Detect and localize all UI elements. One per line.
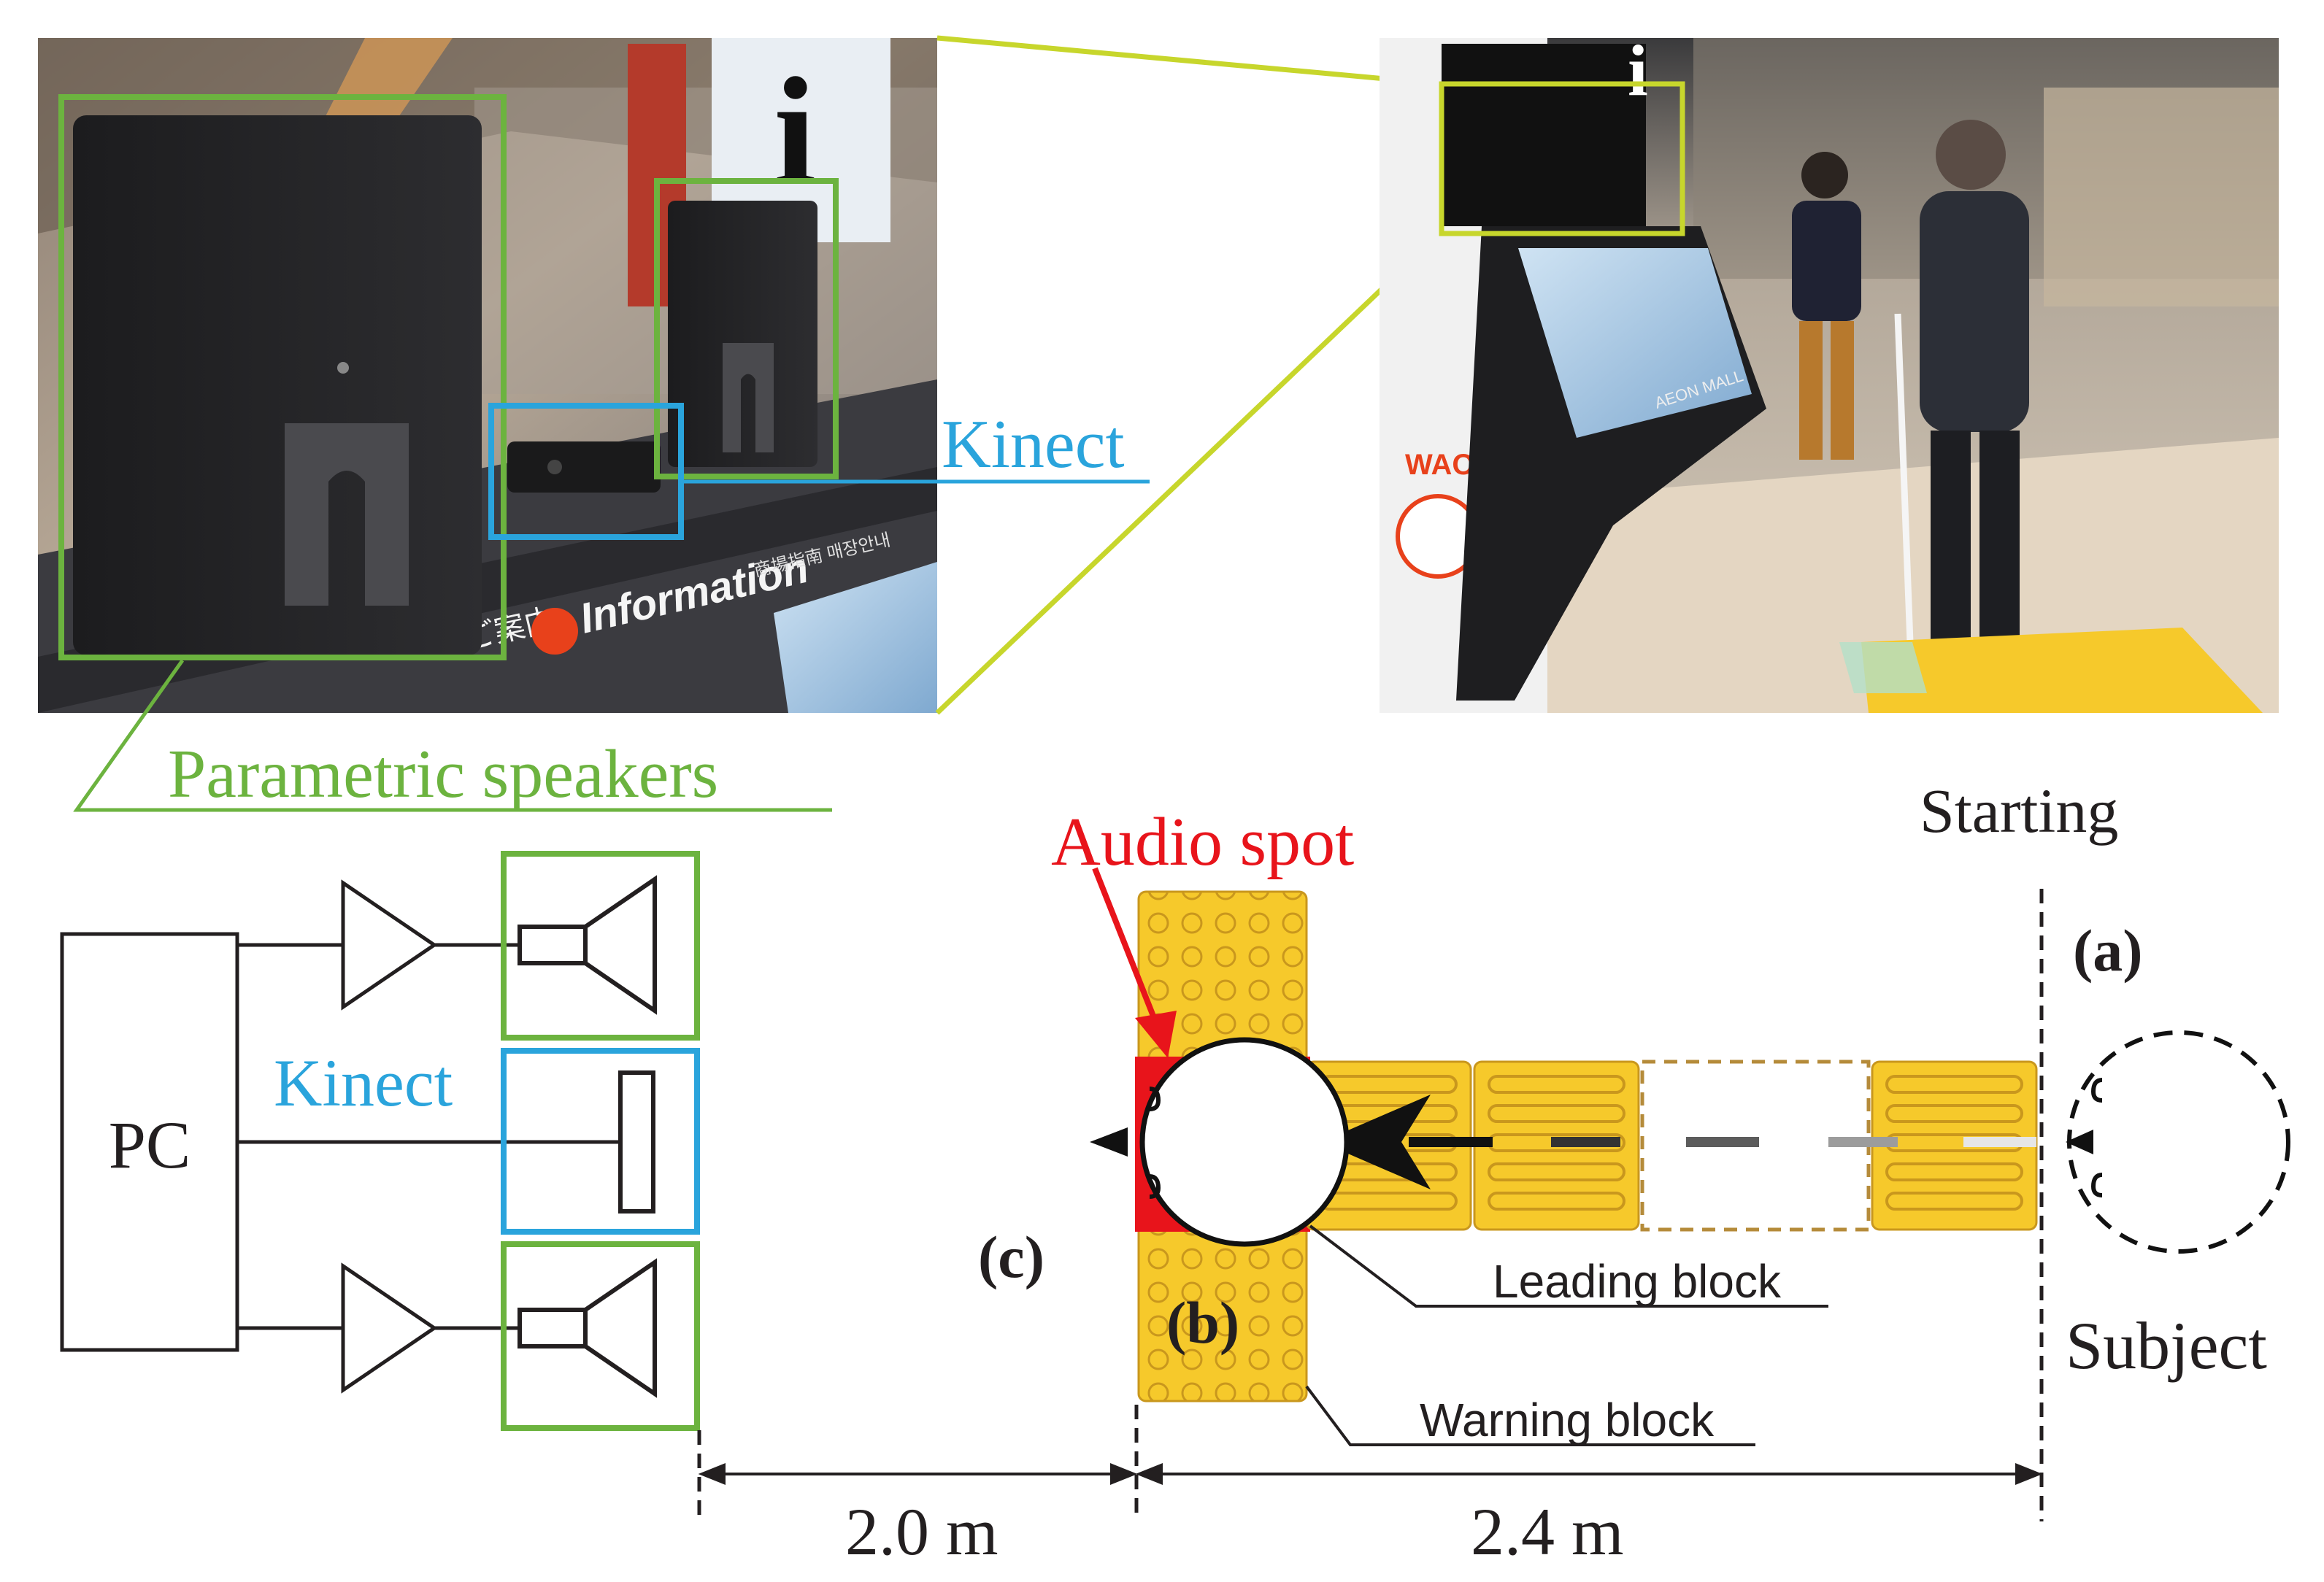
distance-left-label: 2.0 m xyxy=(845,1494,999,1569)
zoom-line-bottom xyxy=(935,230,1444,715)
pc-box xyxy=(60,932,239,1352)
point-a-label: (a) xyxy=(2073,917,2143,984)
kiosk-map-screen xyxy=(1518,248,1752,438)
audio-spot-arrow-icon xyxy=(1135,1011,1177,1058)
leading-block-callout-line xyxy=(1309,1224,1828,1308)
dimension-left xyxy=(698,1463,1138,1485)
pc-label: PC xyxy=(109,1108,191,1182)
info-sign-letter: i xyxy=(774,47,816,216)
speaker-panel-left xyxy=(73,115,482,655)
kinect-box xyxy=(501,1048,700,1235)
nose-icon xyxy=(1090,1127,1128,1157)
kinect-device xyxy=(507,441,661,493)
speaker-stand-left xyxy=(285,423,409,606)
tactile-mat xyxy=(1861,628,2263,713)
subject-head-at-spot xyxy=(1139,1037,1350,1247)
distance-right-label: 2.4 m xyxy=(1471,1494,1624,1569)
leading-block-label: Leading block xyxy=(1493,1255,1782,1308)
subject-figure xyxy=(1894,120,2029,701)
speaker-box-bottom xyxy=(501,1241,700,1431)
speaker-top-icon xyxy=(517,875,657,1015)
kinect-highlight-box xyxy=(488,403,684,540)
amplifier-bottom-icon xyxy=(341,1262,438,1394)
photo-speakers-closeup: i ご案内 Information 商場指南 매장안내 xyxy=(38,38,937,713)
dimension-right xyxy=(1135,1463,2043,1485)
zoom-line-top xyxy=(936,35,1442,87)
walk-direction-arrow-icon xyxy=(1321,1095,1431,1189)
store-shelves xyxy=(2044,88,2279,306)
ear-icon xyxy=(2090,1078,2103,1103)
audio-spot-label: Audio spot xyxy=(1051,804,1354,880)
ear-icon xyxy=(1149,1087,1161,1111)
kinect-label-bottom: Kinect xyxy=(274,1046,453,1120)
kinect-lens xyxy=(547,460,562,474)
system-diagram: PC Kinect xyxy=(60,851,700,1431)
photo-experiment-scene: WAON i AEON MALL xyxy=(1380,30,2279,713)
experimenter-figure xyxy=(1792,152,1861,460)
ear-icon xyxy=(2090,1173,2103,1197)
speaker-bottom-icon xyxy=(517,1258,657,1398)
speakers-callout-line xyxy=(73,659,832,812)
kinect-label-top: Kinect xyxy=(942,406,1125,482)
subject-label: Subject xyxy=(2066,1308,2267,1383)
subject-head-start xyxy=(2067,1030,2290,1254)
nose-icon xyxy=(2066,1130,2093,1154)
speaker-box-top xyxy=(501,851,700,1041)
amplifier-top-icon xyxy=(341,879,438,1011)
point-c-label: (c) xyxy=(978,1224,1044,1290)
warning-block-callout-line xyxy=(1305,1385,1755,1446)
tape-sheet xyxy=(1839,642,1927,693)
kiosk-top-panel xyxy=(1442,44,1646,226)
zoom-highlight-box xyxy=(1439,81,1685,236)
warning-block-label: Warning block xyxy=(1420,1394,1715,1446)
speaker-screw xyxy=(337,362,349,374)
info-sign-letter-right: i xyxy=(1628,30,1648,111)
info-logo-icon xyxy=(531,608,578,655)
speaker-stand-right xyxy=(723,343,774,452)
floor-layout xyxy=(697,867,2290,1521)
parametric-speakers-label: Parametric speakers xyxy=(168,736,718,812)
starting-label: Starting xyxy=(1920,776,2118,846)
audio-spot-arrow-shaft xyxy=(1092,867,1160,1027)
point-b-label: (b) xyxy=(1166,1289,1239,1356)
speaker-highlight-box-small xyxy=(654,178,839,479)
speaker-panel-right xyxy=(668,201,817,467)
kinect-sensor-icon xyxy=(618,1070,655,1213)
kiosk-screen xyxy=(774,562,937,713)
ear-icon xyxy=(1149,1174,1161,1199)
speaker-highlight-box-large xyxy=(58,94,507,660)
